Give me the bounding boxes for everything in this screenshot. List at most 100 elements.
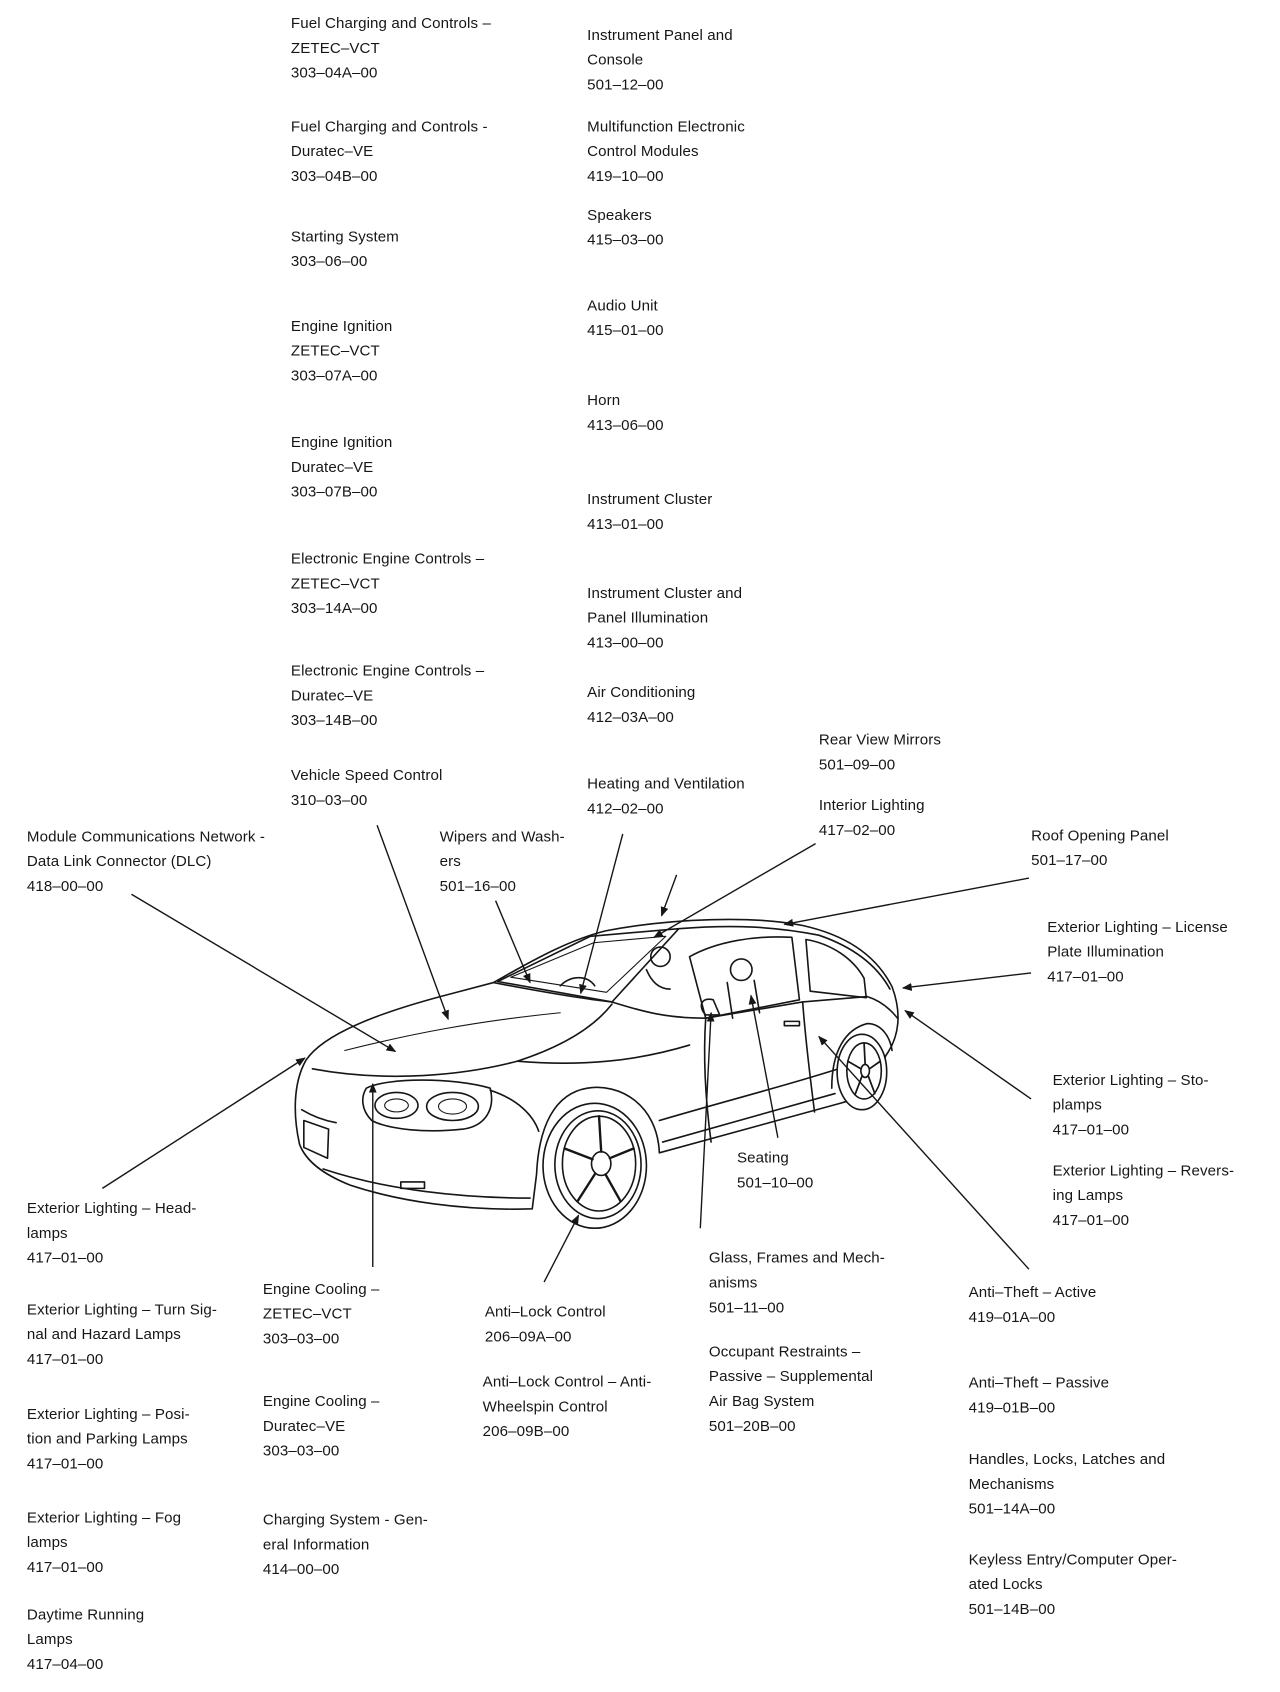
callout-title-line: Glass, Frames and Mech- [708,1248,885,1266]
leader-line-headlamps [101,1057,306,1189]
callout-title-line: Anti–Theft – Passive [968,1373,1110,1391]
callout-title-line: Interior Lighting [818,796,925,814]
callout-title-line: tion and Parking Lamps [26,1429,188,1447]
callout-section-code: 303–03–00 [262,1441,340,1459]
rear-seat-headrest [729,958,753,982]
callout-engine-cooling-zetec: Engine Cooling – ZETEC–VCT 303–03–00 [263,1277,380,1351]
callout-title-line: Air Bag System [708,1392,815,1410]
callout-title-line: Mechanisms [968,1474,1055,1493]
callout-title-line: ZETEC–VCT [290,341,380,359]
callout-horn: Horn 413–06–00 [587,388,663,438]
callout-section-code: 303–07B–00 [290,482,378,500]
callout-fuel-charging-duratec: Fuel Charging and Controls - Duratec–VE … [291,114,488,188]
rocker-line [661,1092,836,1143]
callout-title-line: eral Information [262,1535,370,1553]
bumper-lower-contour [322,1168,531,1199]
side-character-line [658,1060,863,1122]
callout-section-code: 501–12–00 [587,75,664,93]
callout-title-line: Instrument Cluster and [587,583,743,602]
leader-line-anti-theft-active [818,1035,1030,1270]
leader-line-glass-frames [699,1011,715,1229]
rear-wheel-arch [830,1022,893,1089]
callout-title-line: ated Locks [968,1575,1043,1593]
callout-title-line: Passive – Supplemental [708,1367,874,1385]
callout-section-code: 303–14A–00 [290,599,378,617]
steering-wheel [559,976,596,987]
callout-handles-locks-latches: Handles, Locks, Latches and Mechanisms 5… [969,1447,1166,1521]
door-front-shut-line [703,1017,712,1143]
callout-license-plate-illumination: Exterior Lighting – License Plate Illumi… [1047,915,1228,989]
fog-lamp [399,1181,426,1190]
license-plate-area [303,1119,330,1160]
callout-charging-system: Charging System - Gen- eral Information … [263,1507,428,1581]
callout-headlamps: Exterior Lighting – Head- lamps 417–01–0… [27,1196,197,1270]
callout-wipers-washers: Wipers and Wash- ers 501–16–00 [440,824,565,898]
callout-title-line: Handles, Locks, Latches and [968,1450,1166,1468]
callout-title-line: Electronic Engine Controls – [290,661,485,679]
callout-title-line: Keyless Entry/Computer Oper- [968,1550,1177,1568]
callout-instrument-cluster-illumination: Instrument Cluster and Panel Illuminatio… [587,581,742,655]
door-rear-shut-line [801,1001,816,1113]
callout-section-code: 412–03A–00 [587,707,674,726]
callout-anti-theft-active: Anti–Theft – Active 419–01A–00 [969,1280,1097,1330]
fender-top-line [516,1044,691,1065]
callout-section-code: 206–09B–00 [482,1422,570,1440]
callout-air-conditioning: Air Conditioning 412–03A–00 [587,680,695,730]
callout-section-code: 303–06–00 [290,252,368,270]
callout-module-communications-network: Module Communications Network - Data Lin… [27,824,265,898]
callout-title-line: Duratec–VE [290,457,374,476]
callout-instrument-cluster: Instrument Cluster 413–01–00 [587,487,712,537]
callout-title-line: ers [439,852,461,870]
callout-title-line: Electronic Engine Controls – [290,549,485,567]
callout-title-line: Console [587,50,644,68]
leader-line-heating-ventilation [579,833,624,995]
rear-quarter-window [805,938,868,999]
headlamp-outer-lens [437,1098,468,1115]
rear-window-edge [818,934,891,990]
cowl-line [492,981,613,1003]
callout-section-code: 417–02–00 [818,820,896,839]
callout-turn-signal-hazard-lamps: Exterior Lighting – Turn Sig- nal and Ha… [27,1297,217,1371]
callout-section-code: 413–01–00 [587,514,664,533]
front-wheel [542,1102,648,1230]
callout-section-code: 417–01–00 [1047,967,1124,985]
callout-section-code: 417–01–00 [26,1454,104,1472]
callout-title-line: Occupant Restraints – [708,1342,861,1360]
leader-line-interior-lighting [653,842,816,938]
callout-seating: Seating 501–10–00 [737,1145,813,1195]
callout-electronic-engine-controls-duratec: Electronic Engine Controls – Duratec–VE … [291,658,484,732]
callout-title-line: Wheelspin Control [482,1397,608,1415]
callout-section-code: 414–00–00 [262,1560,340,1578]
front-wheel-spokes [563,1115,635,1203]
front-fender-lower [489,1089,540,1133]
rear-seat-back-left [726,981,734,1019]
callout-occupant-restraints: Occupant Restraints – Passive – Suppleme… [709,1339,873,1438]
callout-section-code: 413–00–00 [587,633,664,651]
headlamp-inner-lens [384,1098,409,1113]
callout-title-line: Wipers and Wash- [439,827,565,845]
callout-section-code: 303–04A–00 [290,63,378,81]
callout-title-line: Multifunction Electronic [587,117,745,135]
callout-title-line: Panel Illumination [587,608,709,626]
callout-electronic-engine-controls-zetec: Electronic Engine Controls – ZETEC–VCT 3… [291,546,484,620]
callout-section-code: 501–11–00 [708,1298,785,1316]
leader-line-roof-opening-panel [783,877,1030,927]
callout-title-line: Exterior Lighting – Sto- [1052,1070,1209,1089]
callout-section-code: 303–14B–00 [290,711,378,729]
callout-title-line: Control Modules [587,142,699,160]
callout-roof-opening-panel: Roof Opening Panel 501–17–00 [1031,823,1169,873]
callout-title-line: Engine Ignition [290,316,393,334]
callout-daytime-running-lamps: Daytime Running Lamps 417–04–00 [27,1602,144,1676]
callout-title-line: Anti–Lock Control – Anti- [482,1372,652,1390]
callout-heating-ventilation: Heating and Ventilation 412–02–00 [587,771,745,821]
callout-title-line: Exterior Lighting – Posi- [26,1404,190,1423]
callout-title-line: Duratec–VE [290,142,374,160]
callout-section-code: 418–00–00 [26,877,104,895]
headlamp-outer [425,1091,480,1122]
callout-section-code: 419–01A–00 [968,1307,1056,1326]
callout-fog-lamps: Exterior Lighting – Fog lamps 417–01–00 [27,1505,181,1579]
front-seat-back [645,968,671,990]
callout-title-line: Lamps [26,1630,73,1648]
callout-title-line: Exterior Lighting – Turn Sig- [26,1300,218,1318]
